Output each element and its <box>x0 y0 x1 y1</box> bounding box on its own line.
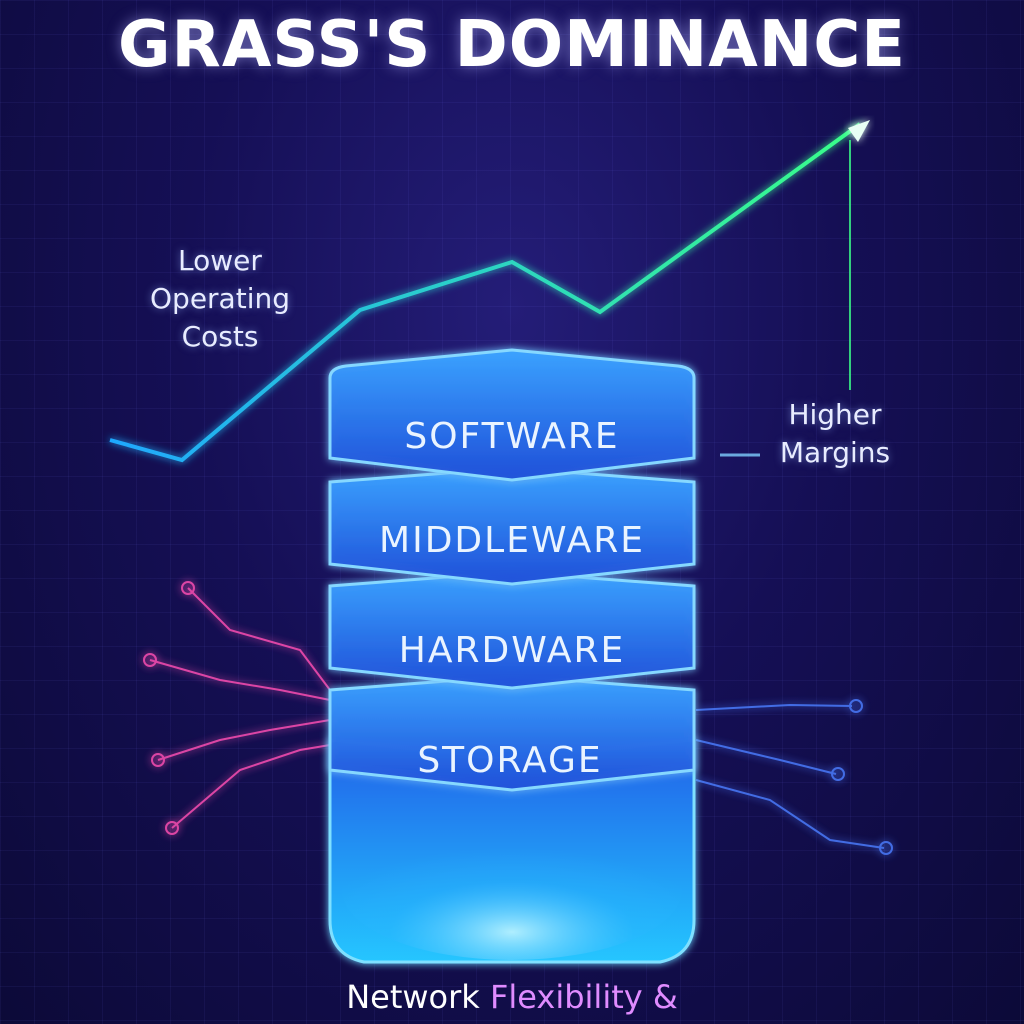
page-title: GRASS'S DOMINANCE <box>118 8 906 82</box>
left-annotation-line-3: Costs <box>181 320 259 353</box>
stack-base-core <box>342 820 682 960</box>
bottom-caption-part-2: Flexibility & <box>489 978 678 1016</box>
trend-line <box>109 122 862 463</box>
right-annotation: Higher Margins <box>750 396 920 472</box>
arrow-head-icon <box>848 120 870 142</box>
left-annotation: Lower Operating Costs <box>130 242 310 356</box>
left-annotation-line-2: Operating <box>150 282 290 315</box>
layer-storage: STORAGE <box>328 674 696 792</box>
layer-middleware-label: MIDDLEWARE <box>379 520 645 561</box>
layer-hardware-label: HARDWARE <box>399 630 625 671</box>
bottom-caption-part-1: Network <box>346 978 490 1016</box>
layer-storage-label: STORAGE <box>417 740 602 781</box>
left-annotation-line-1: Lower <box>178 244 262 277</box>
layer-middleware: MIDDLEWARE <box>328 466 696 586</box>
bottom-caption: Network Flexibility & <box>0 978 1024 1016</box>
layer-software: SOFTWARE <box>328 348 696 482</box>
right-annotation-line-2: Margins <box>779 436 891 469</box>
left-circuits <box>143 581 331 835</box>
layer-software-label: SOFTWARE <box>404 416 619 457</box>
layer-hardware: HARDWARE <box>328 570 696 690</box>
right-annotation-line-1: Higher <box>788 398 882 431</box>
right-circuits <box>695 699 893 855</box>
